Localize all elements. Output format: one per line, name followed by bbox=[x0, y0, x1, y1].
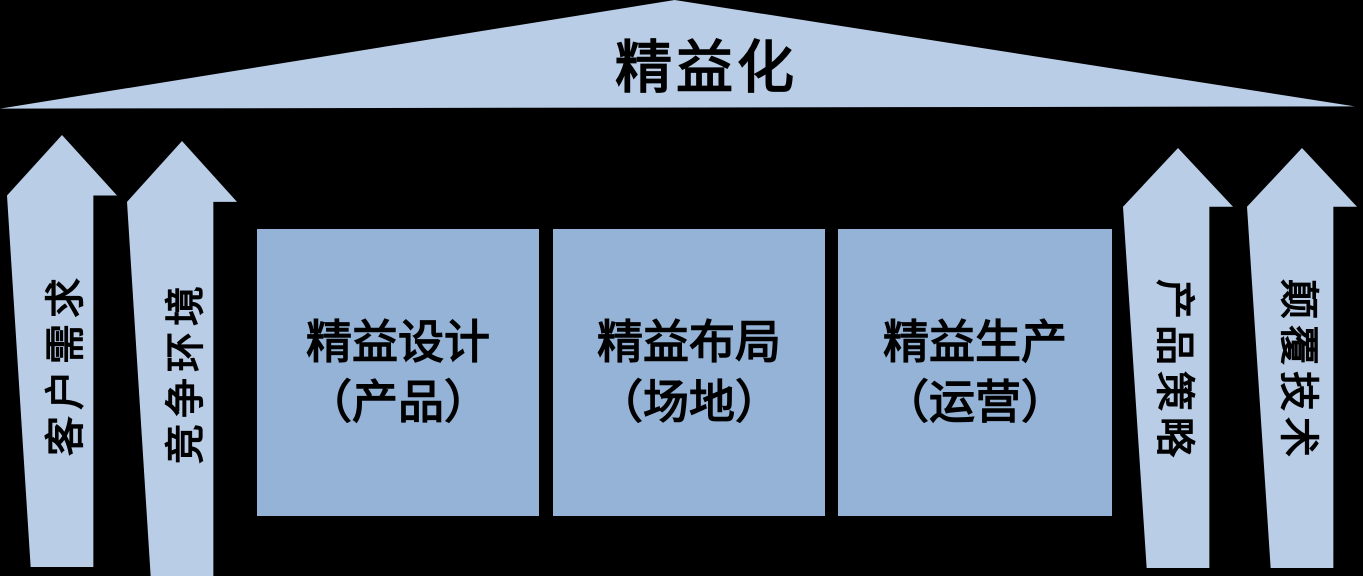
pillar-label-disruptive-technology: 颠覆技术 bbox=[1275, 278, 1321, 463]
pillar-label-product-strategy: 产品策略 bbox=[1151, 278, 1197, 463]
box-lean-production: 精益生产 （运营） bbox=[838, 229, 1112, 516]
pillar-label-competitive-environment: 竞争环境 bbox=[163, 279, 209, 464]
box-lean-layout: 精益布局 （场地） bbox=[553, 229, 825, 516]
box-lean-design: 精益设计 （产品） bbox=[257, 229, 539, 516]
pillar-product-strategy: 产品策略 bbox=[1123, 148, 1233, 568]
box-lean-layout-subtitle: （场地） bbox=[597, 374, 781, 429]
pillar-disruptive-technology: 颠覆技术 bbox=[1247, 148, 1357, 568]
pillar-competitive-environment: 竞争环境 bbox=[127, 141, 237, 576]
box-lean-design-subtitle: （产品） bbox=[306, 374, 490, 429]
roof-title: 精益化 bbox=[615, 34, 798, 101]
pillar-label-customer-demand: 客户需求 bbox=[43, 271, 89, 456]
box-lean-layout-title: 精益布局 bbox=[597, 314, 781, 369]
pillar-customer-demand: 客户需求 bbox=[7, 135, 117, 567]
box-lean-production-title: 精益生产 bbox=[883, 314, 1067, 369]
box-lean-production-subtitle: （运营） bbox=[883, 374, 1067, 429]
box-lean-design-title: 精益设计 bbox=[306, 314, 490, 369]
